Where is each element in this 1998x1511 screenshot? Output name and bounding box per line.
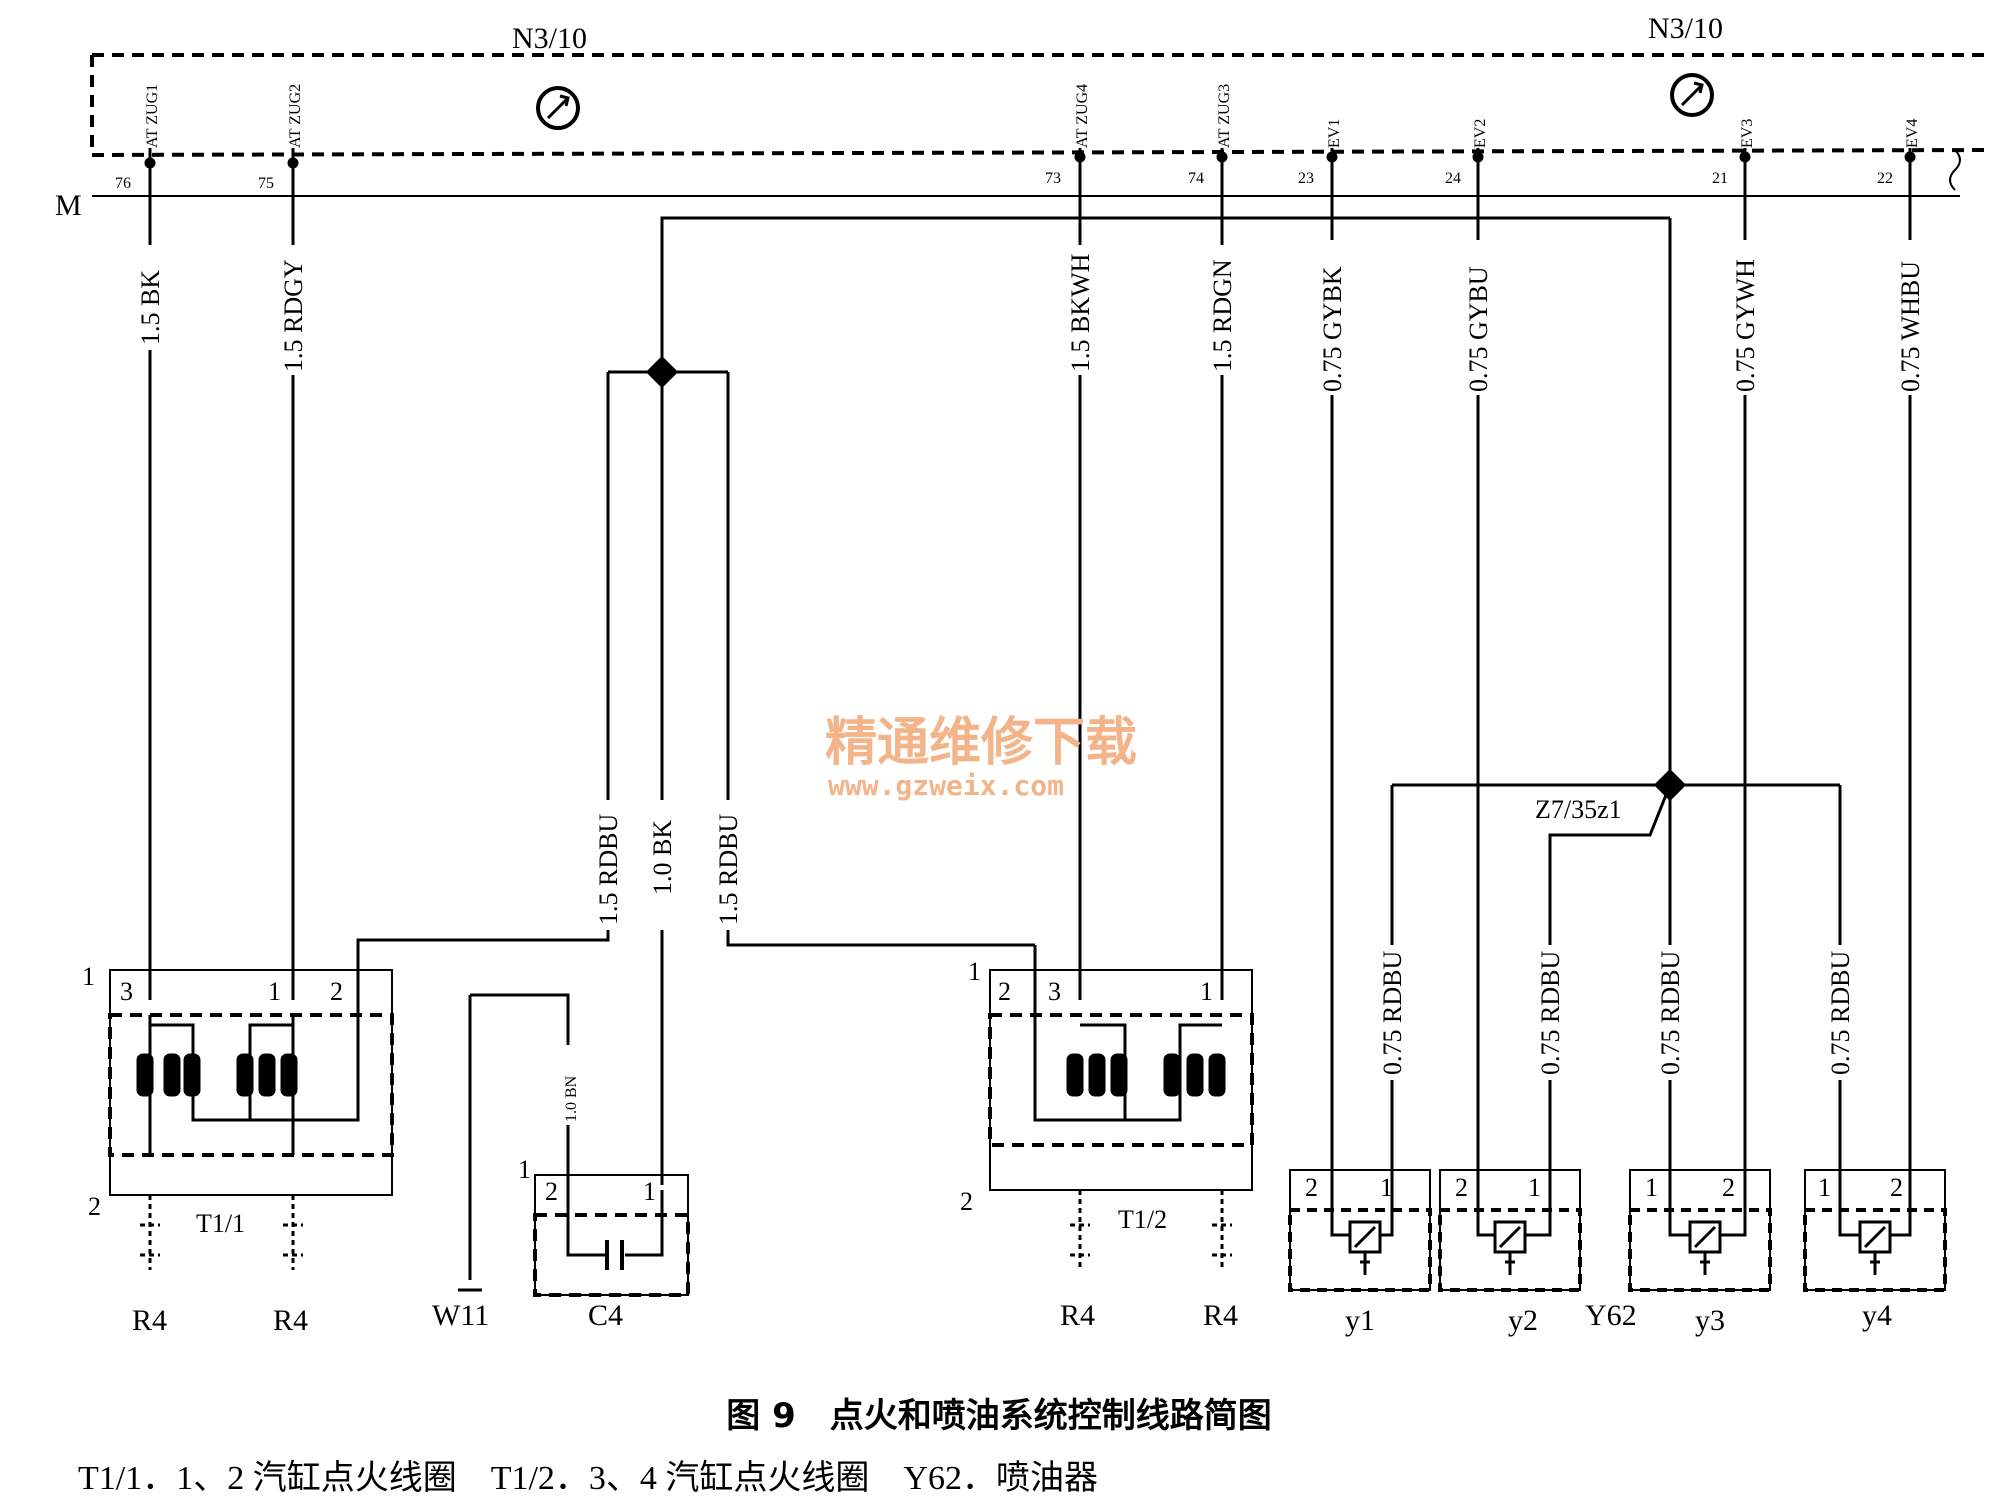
watermark-title: 精通维修下载 bbox=[825, 713, 1137, 773]
ecu-outline bbox=[90, 53, 1991, 157]
wire-label: 1.5 BK bbox=[136, 270, 165, 345]
figure-legend: T1/1．1、2 汽缸点火线圈 T1/2．3、4 汽缸点火线圈 Y62．喷油器 bbox=[78, 1460, 1098, 1497]
pin-number: 24 bbox=[1445, 170, 1461, 187]
wire-label: 0.75 RDBU bbox=[1826, 951, 1855, 1075]
wire-label: 0.75 GYWH bbox=[1731, 259, 1760, 392]
pin-number: 75 bbox=[258, 175, 274, 192]
ecu-label-right: N3/10 bbox=[1648, 12, 1723, 45]
injector-pin: 1 bbox=[1380, 1173, 1393, 1202]
injector-pin: 2 bbox=[1455, 1173, 1468, 1202]
ecu-symbol-left bbox=[536, 86, 580, 130]
spark-plug-label: R4 bbox=[1060, 1299, 1095, 1332]
wire-label: 0.75 RDBU bbox=[1656, 951, 1685, 1075]
ground-w11-label: W11 bbox=[432, 1299, 489, 1332]
injector-name: y3 bbox=[1695, 1304, 1725, 1337]
wire-label: 0.75 RDBU bbox=[1536, 951, 1565, 1075]
ecu-pin-stubs bbox=[144, 148, 1916, 196]
spark-plugs bbox=[140, 1190, 1232, 1270]
pin-name: EV3 bbox=[1739, 119, 1756, 148]
injector-pin: 2 bbox=[1890, 1173, 1903, 1202]
ecu-symbol-right bbox=[1670, 73, 1714, 117]
wire-label: 0.75 GYBU bbox=[1464, 266, 1493, 392]
injector-y2 bbox=[1438, 1169, 1582, 1292]
coil-pin: 2 bbox=[998, 977, 1011, 1006]
wire-label: 0.75 RDBU bbox=[1378, 951, 1407, 1075]
coil-t1-1 bbox=[108, 969, 394, 1196]
signal-wires bbox=[148, 196, 1912, 1190]
pin-number: 22 bbox=[1877, 170, 1893, 187]
wire-label: 0.75 WHBU bbox=[1896, 261, 1925, 392]
watermark-url: www.gzweix.com bbox=[828, 769, 1064, 802]
injector-name: y2 bbox=[1508, 1304, 1538, 1337]
connector-number: 2 bbox=[960, 1187, 973, 1216]
injector-group-label: Y62 bbox=[1585, 1299, 1637, 1332]
pin-name: AT ZUG4 bbox=[1074, 84, 1091, 148]
spark-plug-label: R4 bbox=[1203, 1299, 1238, 1332]
wire-label: 1.5 RDGY bbox=[279, 259, 308, 372]
connector-number: 2 bbox=[88, 1192, 101, 1221]
coil-pin: 1 bbox=[268, 977, 281, 1006]
spark-plug-label: R4 bbox=[273, 1304, 308, 1337]
splice-label: Z7/35z1 bbox=[1535, 795, 1622, 824]
pin-number: 73 bbox=[1045, 170, 1061, 187]
coil-pin: 3 bbox=[120, 977, 133, 1006]
wire-label: 1.5 BKWH bbox=[1066, 253, 1095, 372]
wire-label: 1.0 BK bbox=[648, 820, 677, 895]
junction-node bbox=[645, 355, 679, 389]
injector-pin: 1 bbox=[1528, 1173, 1541, 1202]
capacitor-pin: 1 bbox=[643, 1177, 656, 1206]
spark-plug-label: R4 bbox=[132, 1304, 167, 1337]
ground-label: M bbox=[55, 189, 82, 222]
coil-name: T1/2 bbox=[1118, 1205, 1167, 1234]
pin-name: EV1 bbox=[1326, 119, 1343, 148]
pin-number: 21 bbox=[1712, 170, 1728, 187]
coil-t1-2 bbox=[988, 945, 1254, 1191]
wire-label: 1.0 BN bbox=[563, 1075, 580, 1122]
capacitor-pin: 2 bbox=[545, 1177, 558, 1206]
wire-label: 1.5 RDGN bbox=[1208, 259, 1237, 372]
injector-y4 bbox=[1803, 1169, 1947, 1292]
injector-y3 bbox=[1628, 1169, 1772, 1292]
pin-name: EV2 bbox=[1472, 119, 1489, 148]
coil-pin: 3 bbox=[1048, 977, 1061, 1006]
injector-y1 bbox=[1288, 1169, 1432, 1292]
wire-label: 1.5 RDBU bbox=[594, 814, 623, 925]
connector-number: 1 bbox=[82, 962, 95, 991]
capacitor-name: C4 bbox=[588, 1299, 623, 1332]
pin-number: 76 bbox=[115, 175, 131, 192]
injector-pin: 1 bbox=[1818, 1173, 1831, 1202]
wire-label: 0.75 GYBK bbox=[1318, 266, 1347, 392]
connector-number: 1 bbox=[518, 1155, 531, 1184]
pin-name: EV4 bbox=[1904, 119, 1921, 148]
power-feed bbox=[356, 216, 1842, 1280]
wiring-diagram: 精通维修下载 www.gzweix.com N3/10 N3/10 M AT Z… bbox=[55, 12, 1991, 1337]
pin-number: 23 bbox=[1298, 170, 1314, 187]
pin-name: AT ZUG3 bbox=[1216, 84, 1233, 148]
junction-node bbox=[1653, 768, 1687, 802]
capacitor-c4 bbox=[533, 1174, 690, 1297]
coil-pin: 1 bbox=[1200, 977, 1213, 1006]
ecu-label-left: N3/10 bbox=[512, 22, 587, 55]
injector-name: y1 bbox=[1345, 1304, 1375, 1337]
injector-pin: 1 bbox=[1645, 1173, 1658, 1202]
pin-number: 74 bbox=[1188, 170, 1204, 187]
coil-pin: 2 bbox=[330, 977, 343, 1006]
injector-pin: 2 bbox=[1305, 1173, 1318, 1202]
figure-caption: 图 9 点火和喷油系统控制线路简图 bbox=[726, 1396, 1272, 1436]
wire-label: 1.5 RDBU bbox=[714, 814, 743, 925]
coil-name: T1/1 bbox=[196, 1209, 245, 1238]
pin-name: AT ZUG2 bbox=[287, 84, 304, 148]
pin-name: AT ZUG1 bbox=[144, 84, 161, 148]
connector-number: 1 bbox=[968, 957, 981, 986]
injector-pin: 2 bbox=[1722, 1173, 1735, 1202]
injector-name: y4 bbox=[1862, 1299, 1892, 1332]
